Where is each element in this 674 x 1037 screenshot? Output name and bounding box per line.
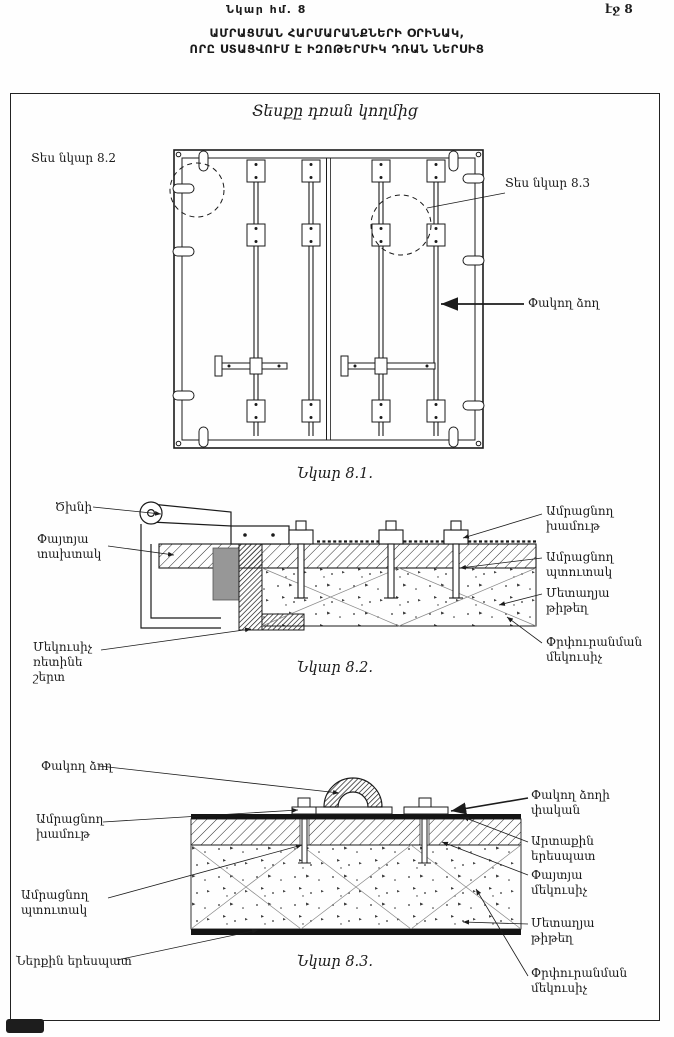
door-outline xyxy=(173,149,484,449)
metal-sheet-label: Մետաղյա թիթեղ xyxy=(546,586,610,615)
rubber-seal-strip xyxy=(238,543,263,631)
crank-handles xyxy=(214,355,436,377)
outer-facing-sheet xyxy=(191,814,521,819)
rubber-layer-label: Մեկուսիչ ռետինե շերտ xyxy=(33,640,93,684)
rod-latch xyxy=(403,797,449,864)
rod-base-plate xyxy=(313,806,393,815)
left-clamp xyxy=(291,797,317,864)
see-figure-8-3-label: Տես նկար 8.3 xyxy=(505,176,591,190)
rubber-block xyxy=(212,547,240,601)
wooden-board-label: Փայտյա տախտակ xyxy=(37,532,102,561)
figure1-view-title: Տեսքը դռան կողմից xyxy=(252,102,418,120)
foam-bracing-lines xyxy=(261,567,537,627)
fastening-screw-label-fig3: Ամրացնող պտուտակ xyxy=(21,888,89,917)
figures-frame: Տեսքը դռան կողմից xyxy=(10,93,660,1021)
figure1-caption: Նկար 8.1. xyxy=(297,466,373,482)
closing-rod-label-fig3: Փակող ձող xyxy=(41,759,113,773)
foam-core xyxy=(261,567,537,627)
figure3-cross-section-drawing xyxy=(190,777,522,935)
figure-number-heading: Նկար հմ. 8 xyxy=(226,3,307,16)
closing-rod-section xyxy=(323,777,383,808)
foam-insulation-label: Փրփուրանման մեկուսիչ xyxy=(546,635,643,664)
figure2-caption: Նկար 8.2. xyxy=(297,660,373,676)
hinge-assembly xyxy=(139,501,290,545)
document-title-line1: ԱՄՐԱՑՄԱՆ ՀԱՐՄԱՐԱՆՔՆԵՐԻ ՕՐԻՆԱԿ, xyxy=(209,26,465,40)
scan-artifact xyxy=(6,1019,44,1033)
rod-latch-label: Փակող ձողի փական xyxy=(531,788,610,817)
foam-insulation-label-fig3: Փրփուրանման մեկուսիչ xyxy=(531,966,628,995)
figure3-caption: Նկար 8.3. xyxy=(297,954,373,970)
figure1-door-drawing xyxy=(172,149,485,449)
document-title-line2: ՈՐԸ ՍՏԱՑՎՈՒՄ Է ԻԶՈԹԵՐՄԻԿ ԴՌԱՆ ՆԵՐՍԻՑ xyxy=(189,41,485,56)
rod-mounting-plates xyxy=(246,159,446,423)
fastening-clamp-label: Ամրացնող խամութ xyxy=(546,504,614,533)
document-title: ԱՄՐԱՑՄԱՆ ՀԱՐՄԱՐԱՆՔՆԵՐԻ ՕՐԻՆԱԿ, ՈՐԸ ՍՏԱՑՎ… xyxy=(0,26,674,57)
hinge-label: Ծխնի xyxy=(55,500,93,514)
page-number: էջ 8 xyxy=(605,2,633,16)
wooden-insulation-label: Փայտյա մեկուսիչ xyxy=(531,868,588,897)
outer-facing-label: Արտաքին երեսպատ xyxy=(531,834,596,863)
fastening-clamp-label-fig3: Ամրացնող խամութ xyxy=(36,812,104,841)
plate-bolts xyxy=(254,163,438,419)
inner-facing-label: Ներքին երեսպատ xyxy=(16,954,132,968)
fastening-screw-label: Ամրացնող պտուտակ xyxy=(546,550,614,579)
figure2-cross-section-drawing xyxy=(139,501,537,631)
wooden-insulation-layer xyxy=(190,818,522,846)
fastening-clamps xyxy=(288,520,469,599)
door-edge-profile xyxy=(140,524,221,629)
inner-facing-sheet xyxy=(191,929,521,935)
locking-rods xyxy=(253,164,439,436)
see-figure-8-2-label: Տես նկար 8.2 xyxy=(31,151,117,165)
closing-rod-label: Փակող ձող xyxy=(528,296,600,310)
metal-sheet-label-fig3: Մետաղյա թիթեղ xyxy=(531,916,595,945)
